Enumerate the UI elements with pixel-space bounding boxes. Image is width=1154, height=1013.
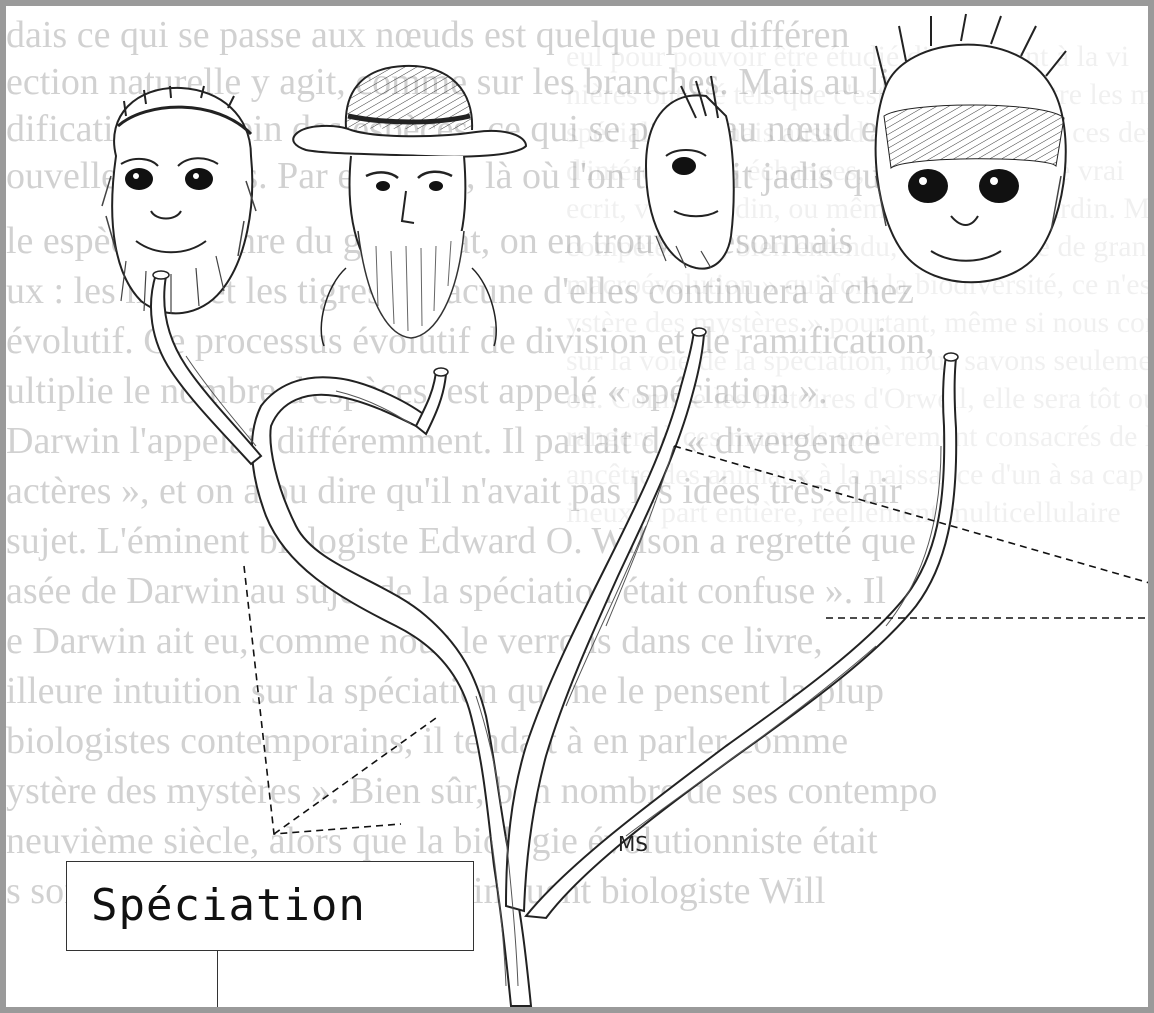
chimpanzee-head-drawing (102, 86, 256, 314)
baby-chimpanzee-drawing (876, 14, 1066, 282)
speciation-label-box: Spéciation (66, 861, 474, 951)
man-with-hat-drawing (293, 66, 526, 346)
speciation-label: Spéciation (91, 880, 366, 931)
artist-initials: MS (618, 832, 648, 856)
ape-side-face-drawing (646, 76, 734, 269)
label-connector-line (217, 951, 218, 1013)
